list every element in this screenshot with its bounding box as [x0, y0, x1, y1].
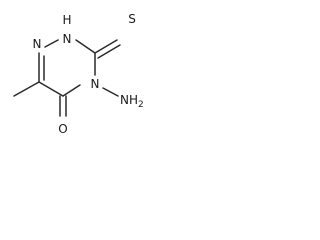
bond-n4-nh2 [102, 87, 119, 97]
molecule-structure: N H N S N NH2 O [13, 12, 144, 136]
bond-n2-n1 [44, 39, 59, 48]
ring-bonds [38, 39, 96, 97]
atom-n2-hydrogen-label: H [62, 13, 71, 27]
atom-n2-label: N [63, 32, 72, 46]
bond-methyl [13, 81, 40, 97]
atom-n1-label: N [33, 37, 42, 51]
bond-c3-s-bottom [97, 44, 121, 59]
atom-n4-label: N [91, 77, 100, 91]
atom-o-label: O [58, 122, 67, 136]
bond-c3-s-top [94, 39, 118, 54]
atom-nh2-label: NH2 [120, 93, 144, 110]
bond-c3-n2 [75, 39, 96, 54]
substituent-bonds [13, 39, 121, 117]
bond-c5-n4 [62, 84, 81, 97]
bond-c6-c5 [38, 81, 64, 97]
atom-nh2-main: NH [120, 93, 138, 107]
atom-labels: N H N S N NH2 O [33, 12, 144, 136]
atom-nh2-subscript: 2 [138, 100, 144, 110]
atom-s-label: S [128, 12, 136, 26]
